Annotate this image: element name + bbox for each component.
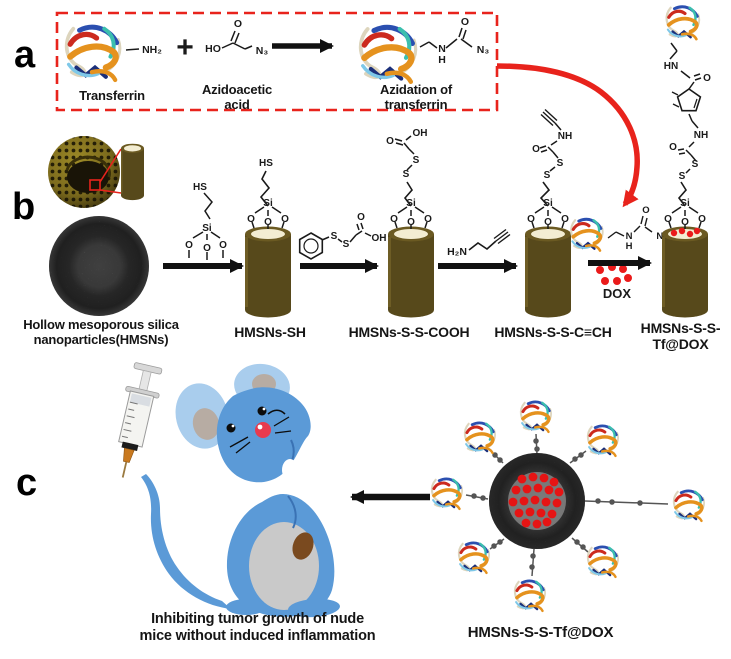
cylinder-hmsns-sh [243,225,293,319]
azidoacetic-line2: acid [224,97,250,112]
panel-label-b: b [12,186,36,228]
atom-hs: HS [193,182,207,193]
atom-oh: OH [372,233,387,244]
dox-label: DOX [603,286,632,301]
atom-s: S [692,159,699,170]
hmsns-tf-label: HMSNs-S-S- Tf@DOX [630,320,731,352]
azidoacetic-acid-structure: HO O N₃ [205,18,268,57]
atom-nh: NH [558,131,572,142]
atom-o: O [642,205,649,216]
transferrin-azide-ribbon-icon [569,217,605,253]
atom-nh2: NH₂ [142,44,162,56]
azide-linkage-structure: N H O N₃ [419,16,490,66]
top-right-transferrin-ribbon-icon [664,4,702,42]
linker-arms [465,433,669,577]
nanoparticle-flower [430,400,706,613]
atom-hs: HS [259,158,273,169]
azidoacetic-line1: Azidoacetic [201,82,273,97]
dox-core-dots [508,472,564,529]
azidation-label: Azidation of transferrin [352,82,480,112]
panel-label-c: c [16,462,38,504]
porous-sphere-icon [48,136,122,208]
atom-o: O [185,240,193,251]
loaded-dox-dots [670,227,701,238]
panel-label-a: a [14,34,36,76]
tem-sphere-icon [49,216,149,316]
cylinder-hmsns-ss-alkyne [523,225,573,319]
cooh-chain-structure: S S O OH [386,128,428,207]
atom-o: O [461,16,469,28]
azidoacetic-label: Azidoacetic acid [176,82,298,112]
atom-h: H [626,241,633,252]
azidation-line2: transferrin [384,97,448,112]
atom-s: S [331,231,338,242]
cylinder-hmsns-ss-cooh [386,225,436,319]
atom-s: S [679,171,686,182]
atom-o: O [219,240,227,251]
atom-o: O [669,142,677,153]
mouse-illustration [141,363,340,618]
atom-o: O [357,212,365,223]
atom-n: N [626,231,633,242]
alkyne-chain-structure: S S O NH [532,108,572,207]
atom-si: Si [202,223,212,234]
plus-sign: + [176,31,194,64]
hmsns-tf-line2: Tf@DOX [652,336,709,352]
atom-h2n: H₂N [447,246,467,258]
atom-o: O [532,144,540,155]
atom-nh: NH [694,130,708,141]
red-curve-arrow [496,63,640,208]
flower-particle-label: HMSNs-S-S-Tf@DOX [467,624,614,641]
atom-oh: OH [413,128,428,139]
mini-cylinder-icon [120,142,145,202]
reagent-mptms-structure: HS Si O O O [185,182,227,260]
atom-hn: HN [664,61,678,72]
mouse-tail [141,474,231,609]
atom-n: N [438,43,446,55]
hmsns-caption-line1: Hollow mesoporous silica [23,317,179,332]
cylinder-hmsns-ss-tf-dox [660,225,710,319]
atom-n3: N₃ [256,45,269,57]
reagent-alkyne-amine-structure: H₂N [447,228,511,258]
reagent-disulfide-acid-structure: S S O OH [298,212,387,260]
azidation-line1: Azidation of [380,82,452,97]
azidated-transferrin-ribbon-icon [361,27,416,81]
atom-s: S [557,158,564,169]
atom-o: O [703,73,711,84]
hmsns-tf-line1: HMSNs-S-S- [640,320,721,336]
transferrin-label: Transferrin [79,88,145,103]
mouse-belly-patch [292,532,314,560]
transferrin-azide-structure: N H O N₃ [607,205,668,252]
mouse-nose [255,422,271,438]
hmsns-caption: Hollow mesoporous silica nanoparticles(H… [0,317,204,347]
hmsns-caption-line2: nanoparticles(HMSNs) [33,332,169,347]
dox-dots [596,263,632,285]
mouse-wink-eye [267,409,286,415]
atom-s: S [343,239,350,250]
syringe-icon [118,362,163,478]
triazole-ring [676,88,702,112]
atom-s: S [403,169,410,180]
panel-c-caption-line1: Inhibiting tumor growth of nude [151,611,364,627]
atom-s: S [413,155,420,166]
atom-h: H [438,54,446,66]
atom-o: O [203,243,211,254]
panel-c-caption-line2: mice without induced inflammation [139,628,376,644]
transferrin-ribbon-icon [67,27,120,80]
atom-ho: HO [205,43,221,55]
hmsns-cooh-label: HMSNs-S-S-COOH [348,324,470,340]
tf-click-chain-structure: S S O NH O HN [664,42,711,207]
hmsns-alkyne-label: HMSNs-S-S-C≡CH [494,324,612,340]
atom-s: S [544,170,551,181]
atom-o: O [386,136,394,147]
panel-c-caption: Inhibiting tumor growth of nude mice wit… [85,611,430,645]
atom-o: O [234,18,242,30]
atom-n3: N₃ [477,44,490,56]
hmsns-sh-label: HMSNs-SH [234,324,306,340]
red-dashed-box [55,11,499,112]
